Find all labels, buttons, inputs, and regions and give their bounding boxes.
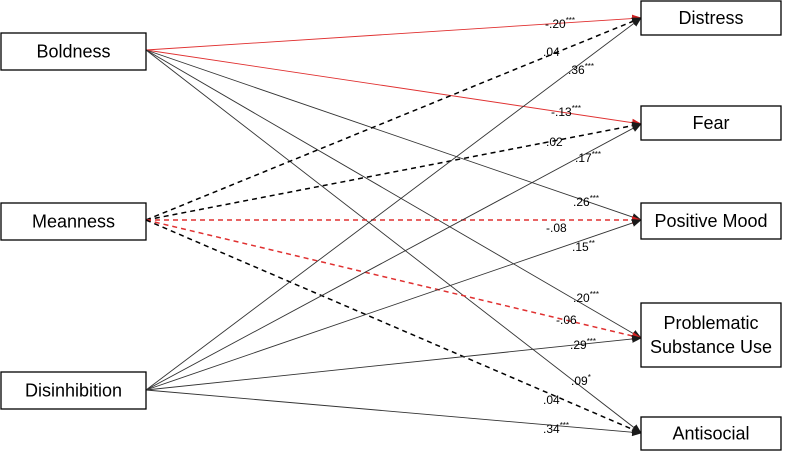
path-arrow-boldness-to-problematic-substance-use bbox=[145, 49, 642, 339]
coefficient-value: -.20 bbox=[545, 17, 566, 31]
significance-stars: *** bbox=[566, 16, 575, 25]
outcome-label-antisocial: Antisocial bbox=[672, 424, 749, 444]
significance-stars: *** bbox=[590, 290, 599, 299]
coefficient-label-meanness-to-positive-mood: -.08 bbox=[546, 221, 567, 235]
significance-stars: ** bbox=[589, 239, 595, 248]
outcome-box-distress: Distress bbox=[640, 0, 782, 36]
significance-stars: *** bbox=[590, 194, 599, 203]
predictor-label-meanness: Meanness bbox=[32, 212, 115, 232]
coefficient-label-boldness-to-distress: -.20*** bbox=[545, 16, 575, 31]
outcome-box-fear: Fear bbox=[640, 105, 782, 141]
significance-stars: *** bbox=[592, 150, 601, 159]
coefficient-value: .04 bbox=[543, 393, 560, 407]
coefficient-value: .26 bbox=[573, 195, 590, 209]
coefficient-label-meanness-to-distress: .04 bbox=[543, 45, 560, 59]
outcome-label-positive-mood: Positive Mood bbox=[654, 211, 767, 231]
coefficient-value: -.02 bbox=[542, 135, 563, 149]
coefficient-value: -.08 bbox=[546, 221, 567, 235]
path-arrow-disinhibition-to-fear bbox=[145, 123, 642, 391]
path-arrow-boldness-to-antisocial bbox=[145, 49, 642, 434]
significance-stars: *** bbox=[572, 104, 581, 113]
coefficient-value: .17 bbox=[575, 151, 592, 165]
coefficient-value: -.06 bbox=[556, 313, 577, 327]
outcome-box-antisocial: Antisocial bbox=[640, 416, 782, 451]
outcome-label-problematic-substance-use-line-1: Problematic bbox=[663, 313, 758, 333]
coefficient-value: .34 bbox=[543, 422, 560, 436]
path-arrow-disinhibition-to-problematic-substance-use bbox=[145, 334, 642, 391]
outcome-box-frame bbox=[640, 105, 782, 141]
path-arrow-meanness-to-distress bbox=[145, 17, 642, 221]
significance-stars: *** bbox=[587, 337, 596, 346]
coefficient-label-disinhibition-to-antisocial: .34*** bbox=[543, 421, 569, 436]
outcome-label-distress: Distress bbox=[678, 8, 743, 28]
outcome-box-frame bbox=[640, 0, 782, 36]
path-arrow-boldness-to-fear bbox=[145, 49, 642, 127]
significance-stars: *** bbox=[585, 62, 594, 71]
significance-stars: *** bbox=[560, 421, 569, 430]
coefficient-label-disinhibition-to-positive-mood: .15** bbox=[572, 239, 595, 254]
outcome-box-frame bbox=[640, 302, 782, 368]
coefficient-value: .29 bbox=[570, 338, 587, 352]
outcome-box-frame bbox=[640, 416, 782, 451]
path-arrow-boldness-to-distress bbox=[145, 14, 642, 51]
coefficient-label-meanness-to-problematic-substance-use: -.06 bbox=[556, 313, 577, 327]
path-arrow-disinhibition-to-antisocial bbox=[145, 389, 642, 437]
significance-stars: * bbox=[588, 373, 591, 382]
coefficient-value: .36 bbox=[568, 63, 585, 77]
predictor-box-frame bbox=[0, 371, 147, 410]
coefficient-label-boldness-to-antisocial: .09* bbox=[571, 373, 591, 388]
coefficient-label-boldness-to-fear: -.13*** bbox=[551, 104, 581, 119]
coefficient-label-disinhibition-to-problematic-substance-use: .29*** bbox=[570, 337, 596, 352]
predictor-box-meanness: Meanness bbox=[0, 202, 147, 241]
coefficient-value: .15 bbox=[572, 240, 589, 254]
outcome-label-problematic-substance-use-line-2: Substance Use bbox=[650, 337, 772, 357]
predictor-box-boldness: Boldness bbox=[0, 32, 147, 71]
coefficient-label-disinhibition-to-fear: .17*** bbox=[575, 150, 601, 165]
coefficient-label-boldness-to-problematic-substance-use: .20*** bbox=[573, 290, 599, 305]
coefficient-value: .09 bbox=[571, 374, 588, 388]
outcome-box-positive-mood: Positive Mood bbox=[640, 202, 782, 240]
path-arrow-disinhibition-to-positive-mood bbox=[145, 219, 642, 391]
coefficient-value: .20 bbox=[573, 291, 590, 305]
coefficient-value: -.13 bbox=[551, 105, 572, 119]
predictor-box-frame bbox=[0, 32, 147, 71]
path-arrow-meanness-to-problematic-substance-use bbox=[145, 219, 642, 340]
path-arrow-meanness-to-fear bbox=[145, 121, 642, 221]
path-arrow-disinhibition-to-distress bbox=[145, 17, 642, 391]
predictor-label-boldness: Boldness bbox=[36, 42, 110, 62]
coefficient-label-disinhibition-to-distress: .36*** bbox=[568, 62, 594, 77]
coefficient-label-meanness-to-fear: -.02 bbox=[542, 135, 563, 149]
predictor-box-frame bbox=[0, 202, 147, 241]
coefficient-label-boldness-to-positive-mood: .26*** bbox=[573, 194, 599, 209]
coefficient-label-meanness-to-antisocial: .04 bbox=[543, 393, 560, 407]
coefficient-value: .04 bbox=[543, 45, 560, 59]
predictor-box-disinhibition: Disinhibition bbox=[0, 371, 147, 410]
outcome-box-frame bbox=[640, 202, 782, 240]
outcome-label-fear: Fear bbox=[692, 113, 729, 133]
path-arrow-boldness-to-positive-mood bbox=[145, 49, 642, 221]
predictor-label-disinhibition: Disinhibition bbox=[25, 381, 122, 401]
